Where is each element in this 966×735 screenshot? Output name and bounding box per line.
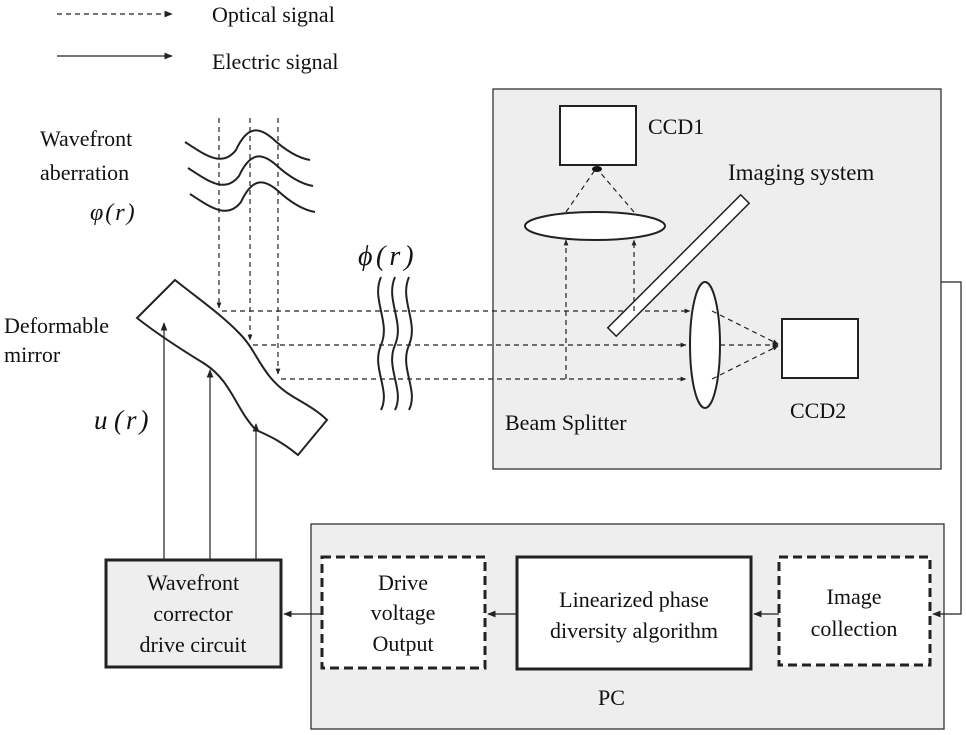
phi-out-symbol: ϕ [358,241,373,272]
imaging-system-label: Imaging system [728,160,874,185]
drive-circuit-line1: Wavefront [147,570,239,595]
legend-optical-label: Optical signal [212,2,335,27]
phi-in-label: φ(r) [90,200,137,226]
algorithm-line1: Linearized phase [559,587,709,612]
drive-circuit-box [104,558,283,669]
drive-voltage-line3: Output [372,631,433,656]
lens-2 [689,281,721,409]
dm-label-line1: Deformable [4,313,109,338]
u-symbol: u [94,405,108,435]
incoming-beams [216,118,281,375]
image-collection-line1: Image [827,584,882,609]
beam-splitter-label: Beam Splitter [505,410,627,435]
drive-voltage-line2: voltage [371,600,436,625]
reflected-beams [222,308,691,382]
drive-voltage-box [320,555,487,670]
wavefront-label-line2: aberration [40,160,129,185]
corrected-wavefront-lines [377,276,413,411]
drive-circuit-line2: corrector [153,601,233,626]
legend-electric-label: Electric signal [212,49,338,74]
u-arg: (r) [114,405,152,435]
dm-label-line2: mirror [4,342,61,367]
drive-circuit-to-mirror-wires [160,322,260,560]
phi-out-arg: (r) [376,241,418,272]
image-collection-box [777,555,932,667]
ccd1-focus-spot [592,166,602,172]
deformable-mirror [135,278,329,457]
ccd1-label: CCD1 [648,114,704,139]
ccd2-label: CCD2 [790,398,846,423]
ccd2-beams [711,310,779,380]
upward-beams [563,169,637,379]
drive-voltage-line1: Drive [378,570,428,595]
pc-label: PC [598,685,625,710]
imaging-to-pc-wire [932,281,962,618]
legend: Optical signal Electric signal [57,2,338,74]
image-collection-line2: collection [811,616,898,641]
beam-splitter [606,193,751,338]
wavefront-label-line1: Wavefront [40,126,132,151]
algorithm-box [515,555,753,671]
algorithm-line2: diversity algorithm [550,618,718,643]
ccd2-detector [781,318,859,379]
drive-circuit-line3: drive circuit [140,632,247,657]
ccd1-detector [559,105,637,166]
lens-1 [524,211,666,241]
wavefront-aberration-curves [184,129,316,213]
